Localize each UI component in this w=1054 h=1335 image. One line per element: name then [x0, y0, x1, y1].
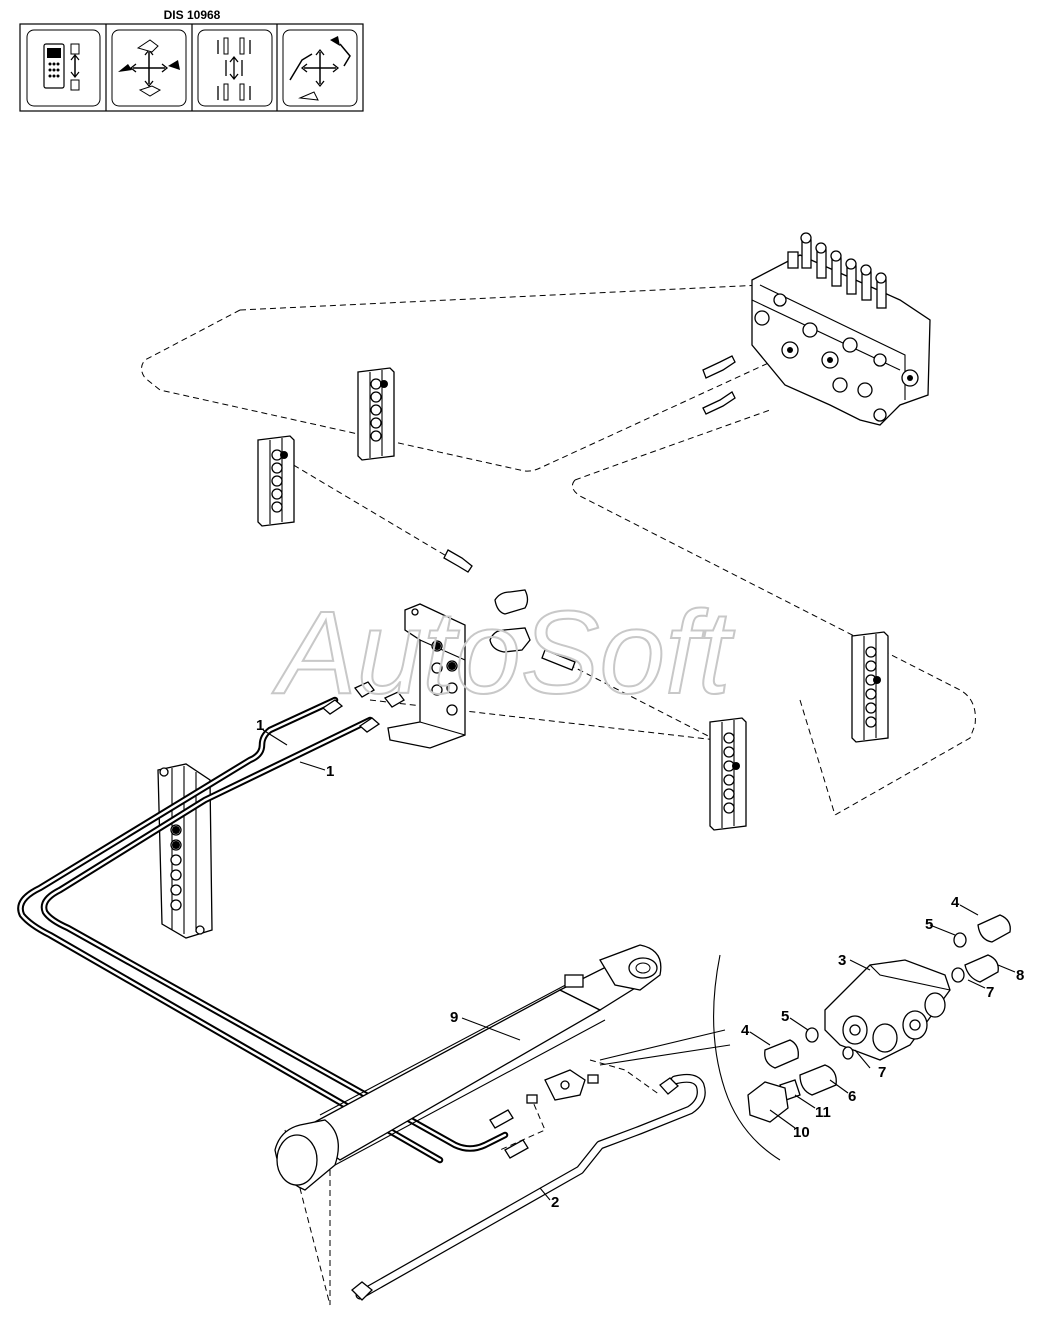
pilot-block-upper-left — [357, 367, 395, 461]
cylinder-manifold — [526, 1069, 599, 1104]
callout-labels: 1 1 2 3 4 4 5 5 6 7 7 8 9 10 11 — [256, 717, 1024, 1211]
callout-11: 11 — [815, 1104, 831, 1121]
callout-2: 2 — [551, 1194, 559, 1211]
detail-fittings — [747, 914, 1011, 1123]
callout-9: 9 — [450, 1009, 458, 1026]
dashed-reference-outlines — [141, 284, 976, 1306]
valve-inlet-fittings — [702, 355, 736, 415]
pilot-block-lower-right — [709, 717, 747, 831]
elbow-fittings — [353, 549, 576, 708]
callout-leaders — [262, 729, 1016, 1201]
callout-3: 3 — [838, 952, 846, 969]
valve-ports — [754, 293, 919, 422]
excavator-arm-movement-icon — [111, 29, 187, 107]
header-icon-strip: DIS 10968 — [19, 8, 364, 112]
valve-pilot-fittings — [787, 232, 887, 309]
callout-7a: 7 — [986, 984, 994, 1001]
callout-5a: 5 — [925, 916, 933, 933]
callout-1a: 1 — [256, 717, 264, 734]
control-valve-block — [702, 232, 931, 426]
callout-5b: 5 — [781, 1008, 789, 1025]
watermark-text: AutoSoft — [272, 587, 735, 719]
mounting-bracket — [387, 603, 466, 749]
exploded-detail-arc — [599, 954, 781, 1161]
cylinder-movement-icon — [197, 29, 273, 107]
callout-8: 8 — [1016, 967, 1024, 984]
pilot-block-right — [851, 631, 889, 743]
callout-7b: 7 — [878, 1064, 886, 1081]
callout-4b: 4 — [741, 1022, 750, 1039]
callout-10: 10 — [793, 1124, 810, 1141]
excavator-boom-movement-icon — [282, 29, 358, 107]
pilot-block-mid-left — [257, 435, 295, 527]
diagram-code: DIS 10968 — [164, 8, 221, 22]
callout-4a: 4 — [951, 894, 960, 911]
check-valve-body — [824, 959, 951, 1061]
callout-6: 6 — [848, 1088, 856, 1105]
hydraulic-cylinder — [274, 944, 662, 1191]
rigid-pipe — [351, 1073, 706, 1301]
callout-1b: 1 — [326, 763, 334, 780]
pilot-hose-pair — [17, 696, 529, 1164]
remote-control-icon — [26, 29, 101, 107]
